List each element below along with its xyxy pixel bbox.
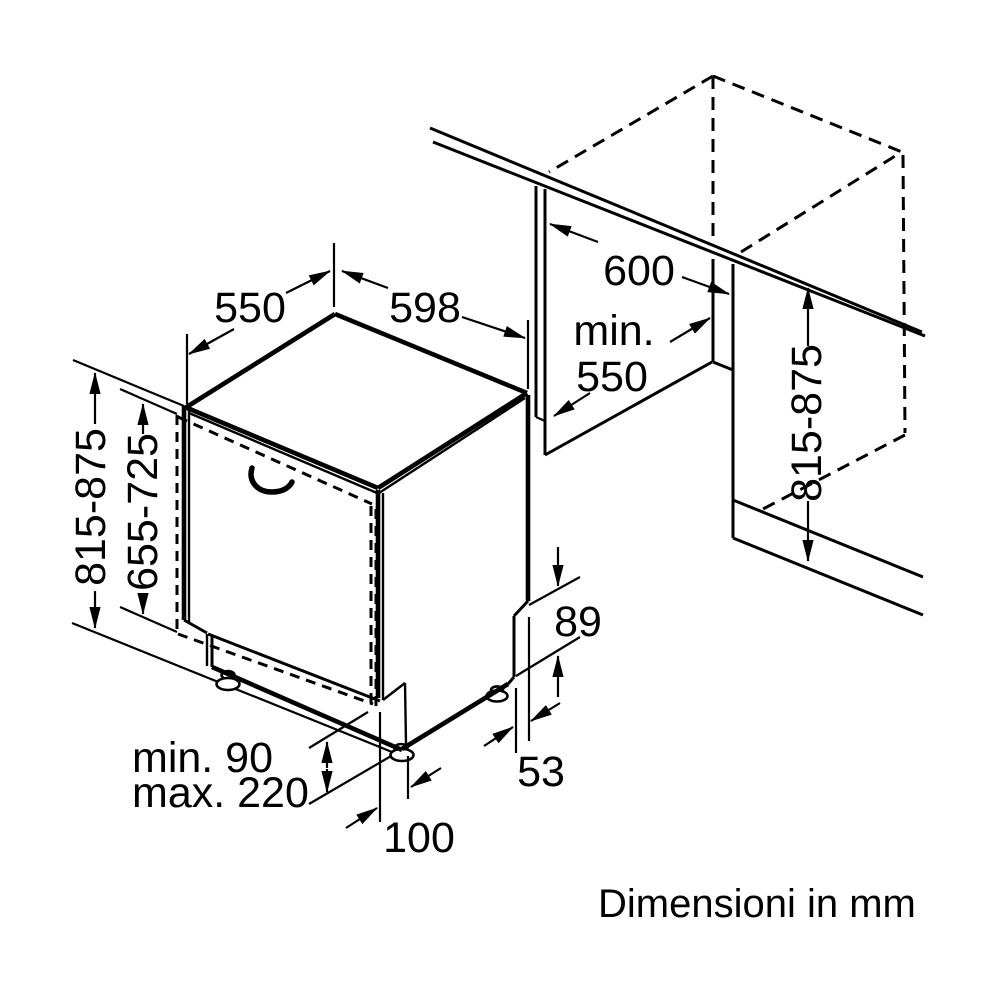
cabinet-side-panel (534, 186, 735, 538)
door-handle (248, 465, 295, 495)
dishwasher-body (181, 311, 531, 753)
dim-plinth-min-label: min. 90 (132, 734, 273, 782)
dimension-front-width (341, 269, 530, 389)
dim-worktop-depth-label: 600 (603, 247, 675, 295)
dim-rear-step-height-label: 89 (554, 598, 602, 646)
dimension-foot-offset (345, 712, 442, 829)
dim-niche-depth-value-label: 550 (576, 353, 648, 401)
dim-door-height-label: 655-725 (119, 433, 167, 591)
dim-rear-step-depth-label: 53 (517, 748, 565, 796)
dim-niche-height-right-label: 815-875 (783, 344, 831, 502)
worktop-lines (429, 126, 926, 338)
dimension-top-depth (185, 243, 336, 404)
dim-plinth-max-label: max. 220 (132, 769, 309, 817)
dim-front-width-label: 598 (389, 284, 461, 332)
dim-niche-height-left-label: 815-875 (67, 428, 115, 586)
dimension-rear-step-depth (483, 617, 561, 753)
units-caption: Dimensioni in mm (598, 882, 916, 926)
dim-niche-depth-min-label: min. (573, 307, 654, 355)
dimension-niche-depth (553, 317, 711, 417)
dim-foot-offset-label: 100 (383, 814, 455, 862)
niche-cutout-dashed (548, 74, 907, 511)
dim-top-depth-label: 550 (214, 284, 286, 332)
right-cabinet-plinth (732, 498, 924, 617)
furniture-door-dashed (175, 415, 378, 706)
dimension-worktop-depth (549, 222, 730, 296)
